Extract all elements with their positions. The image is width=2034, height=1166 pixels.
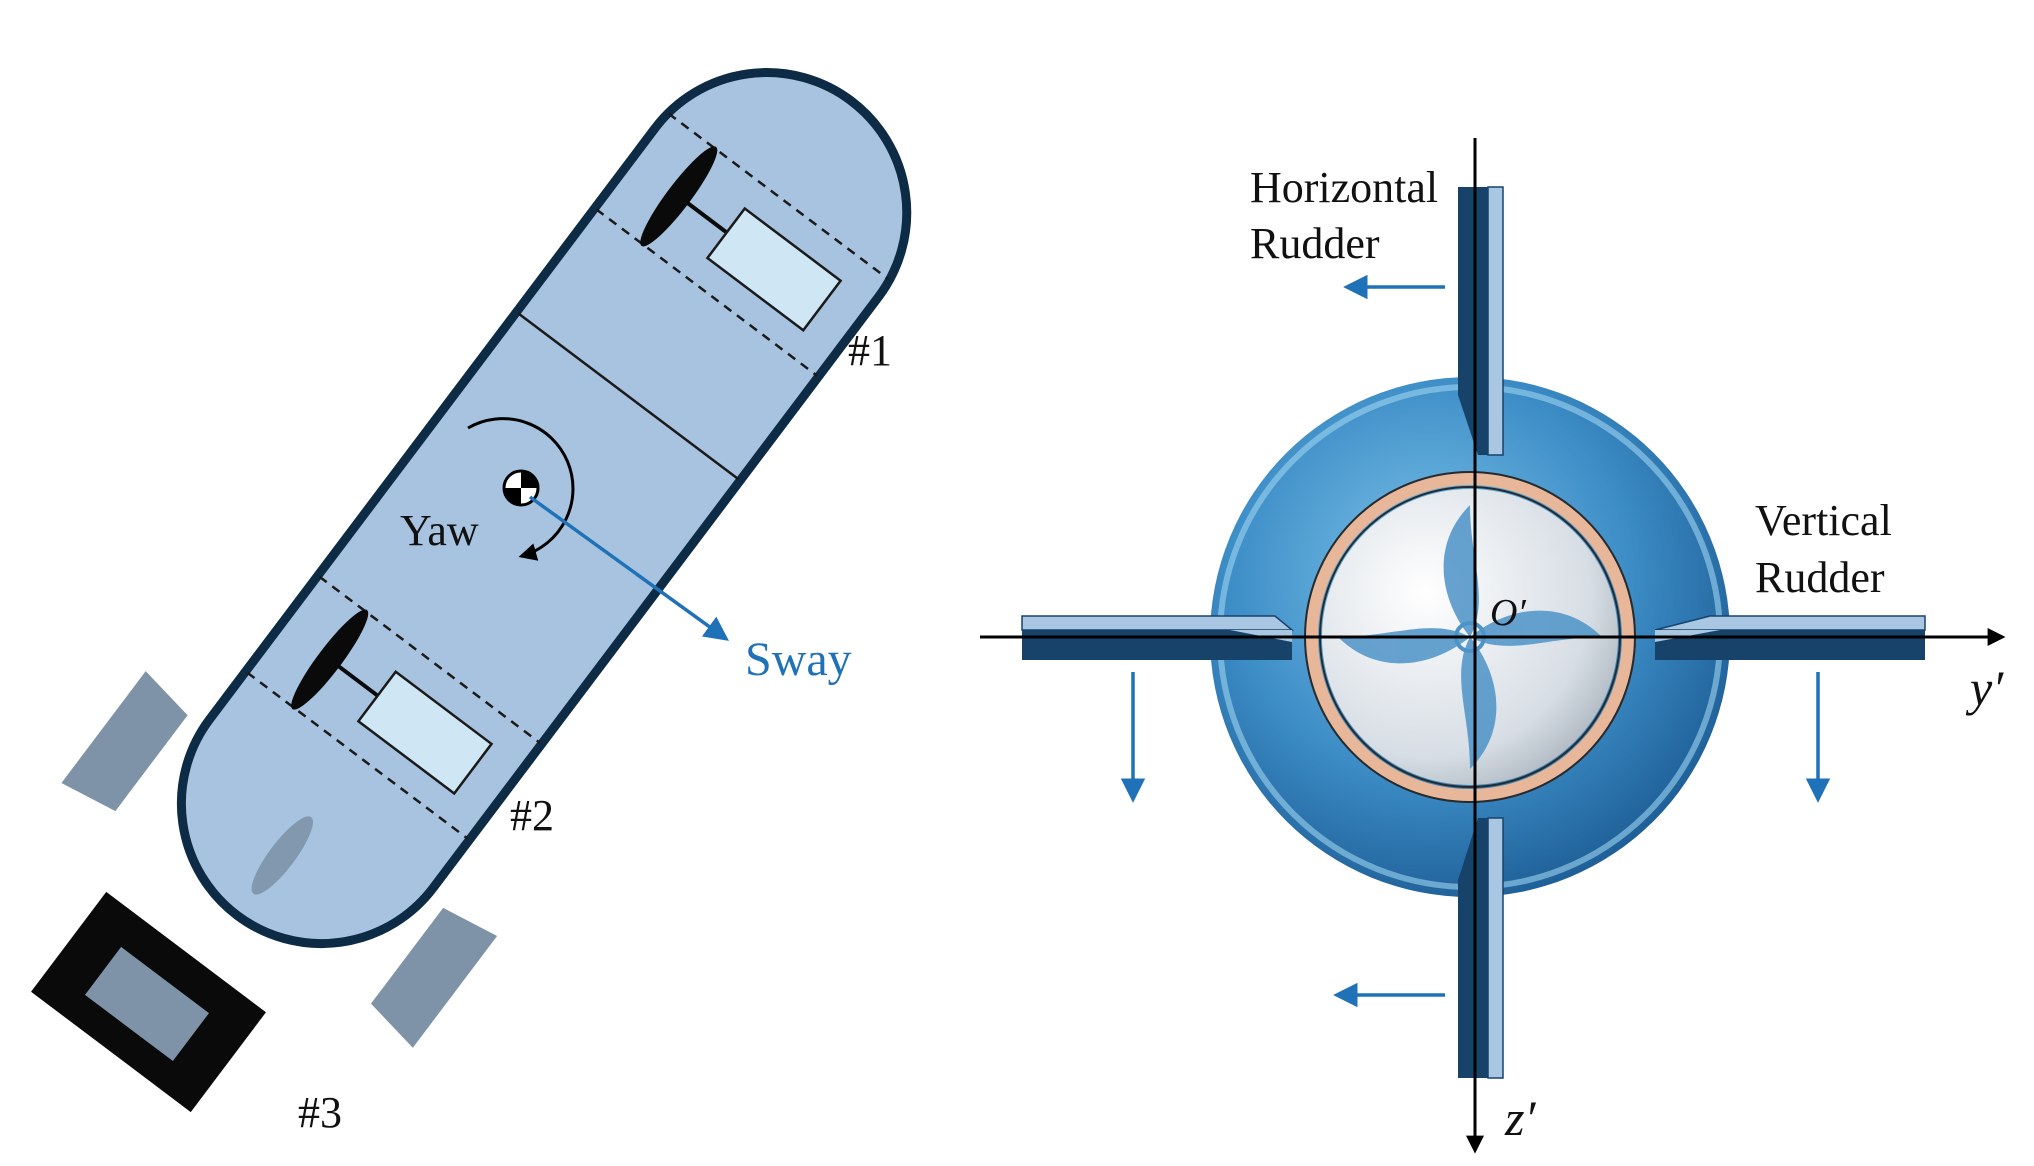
- stern-fins: [61, 671, 498, 1048]
- origin-label: O′: [1490, 592, 1526, 634]
- auv-rear-view: Horizontal Rudder Vertical Rudder O′ y′ …: [980, 138, 2006, 1154]
- thruster-3-label: #3: [298, 1088, 342, 1137]
- thruster-housing: [705, 206, 843, 332]
- bay-line: [517, 312, 740, 481]
- sway-label: Sway: [745, 633, 852, 686]
- horizontal-rudder-label-line1: Horizontal: [1250, 163, 1438, 212]
- rudder-bottom: [1458, 817, 1504, 1079]
- bay-line: [595, 208, 818, 377]
- stern-shadow: [251, 816, 313, 895]
- bay-line: [246, 671, 469, 840]
- thruster-3: [31, 891, 266, 1113]
- rudder-top: [1458, 186, 1504, 456]
- stern-fin-left: [61, 671, 188, 812]
- center-of-gravity-icon: [502, 469, 540, 507]
- stern-fin-right: [370, 907, 498, 1048]
- yaw-label: Yaw: [400, 506, 479, 555]
- thruster-2-label: #2: [510, 791, 554, 840]
- yaw-arrow: [467, 417, 575, 561]
- vertical-rudder-label-line1: Vertical: [1755, 496, 1892, 545]
- thruster-1-label: #1: [848, 326, 892, 375]
- vertical-rudder-label-line2: Rudder: [1755, 553, 1885, 602]
- auv-top-view: Yaw Sway #1 #2 #3: [31, 68, 912, 1137]
- sway-arrow: [528, 495, 729, 641]
- bay-line: [667, 112, 890, 281]
- thruster-2: [291, 609, 494, 796]
- thruster-housing: [356, 669, 494, 796]
- stern-thruster-window: [85, 946, 209, 1062]
- bay-line: [318, 575, 541, 744]
- propeller-icon: [291, 609, 369, 710]
- horizontal-rudder-label-line2: Rudder: [1250, 219, 1380, 268]
- z-axis-label: z′: [1504, 1090, 1536, 1146]
- y-axis-label: y′: [1965, 660, 2004, 716]
- thruster-1: [640, 146, 843, 332]
